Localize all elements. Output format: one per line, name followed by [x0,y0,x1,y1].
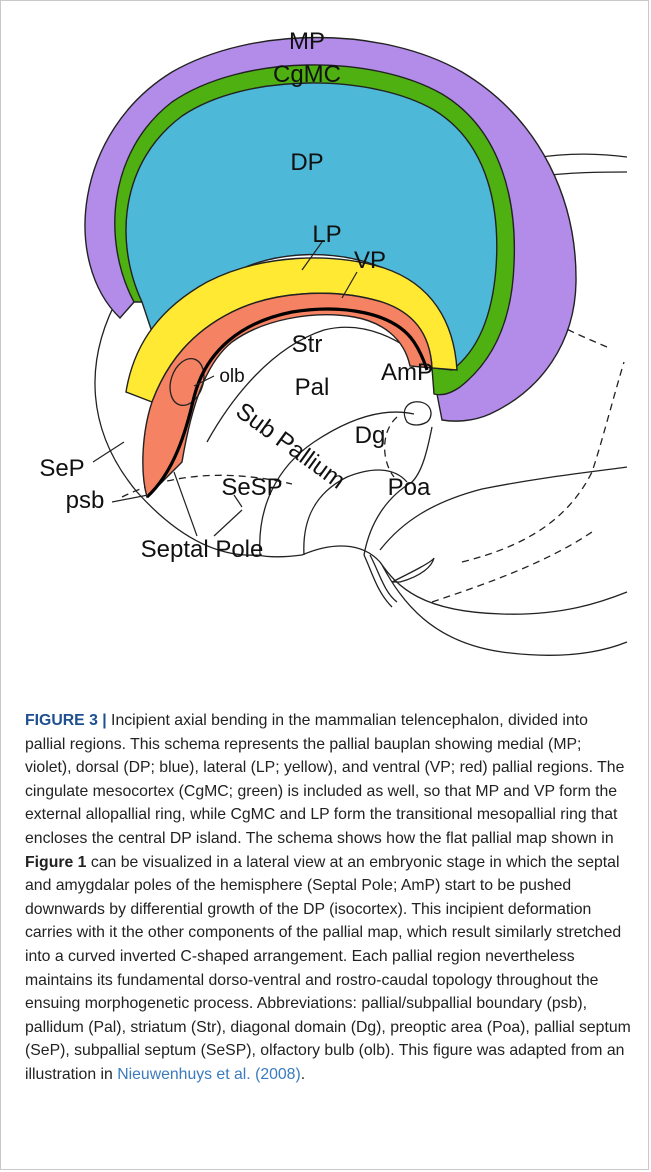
caption-text-1: Incipient axial bending in the mammalian… [25,712,624,847]
figure-illustration: MP CgMC DP LP VP Str olb AmP Pal Sub Pal… [2,2,649,694]
septal-pole-leader-1 [174,472,197,536]
citation-link[interactable]: Nieuwenhuys et al. (2008) [117,1066,301,1083]
dg-label: Dg [355,422,386,449]
dashed-curve-amp [385,417,397,477]
mp-label: MP [289,28,325,55]
ventral-contour [257,555,302,557]
sesp-label: SeSP [221,474,282,501]
str-label: Str [292,331,323,358]
olb-label: olb [219,366,244,387]
figure-caption: FIGURE 3 | Incipient axial bending in th… [25,709,631,1087]
septal-pole-leader-2 [214,510,242,536]
caption-text-2: can be visualized in a lateral view at a… [25,854,631,1083]
caption-end: . [301,1066,305,1083]
cgmc-label: CgMC [273,61,341,88]
telencephalon-schema: MP CgMC DP LP VP Str olb AmP Pal Sub Pal… [2,2,649,694]
pal-label: Pal [295,374,330,401]
vp-label: VP [354,247,386,274]
psb-label: psb [66,487,105,514]
sep-leader [93,442,124,462]
figure-1-link[interactable]: Figure 1 [25,854,86,871]
sep-label: SeP [39,455,84,482]
septal-pole-label: Septal Pole [141,536,264,563]
amp-label: AmP [381,359,433,386]
small-lobe [392,558,434,582]
figure-tag: FIGURE 3 | [25,712,107,729]
poa-label: Poa [388,474,431,501]
dashed-curve-lower [432,532,592,602]
dp-label: DP [290,149,323,176]
lp-label: LP [312,221,341,248]
